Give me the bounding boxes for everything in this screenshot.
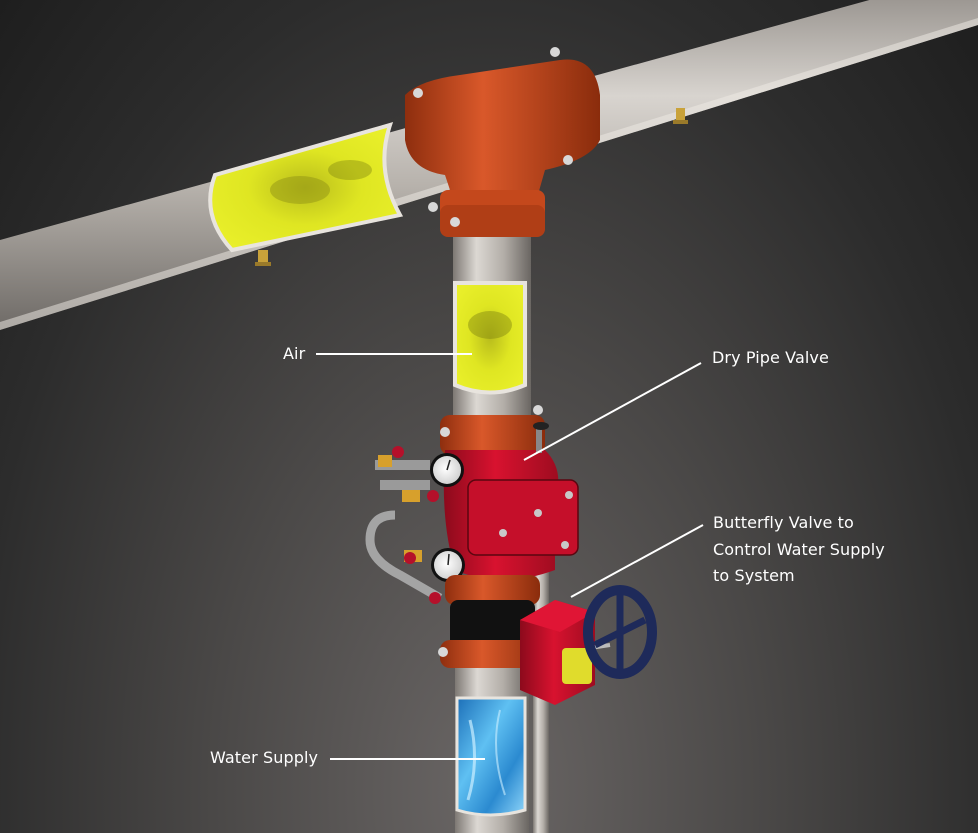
sprinkler-head-right bbox=[673, 108, 688, 124]
sprinkler-head-left bbox=[255, 250, 271, 266]
handwheel bbox=[583, 585, 657, 679]
dry-pipe-valve bbox=[443, 422, 579, 580]
butterfly-valve-label: Butterfly Valve to Control Water Supply … bbox=[713, 510, 885, 590]
butterfly-label-line-1: Butterfly Valve to bbox=[713, 513, 854, 532]
tamper-switch bbox=[562, 648, 592, 684]
trim-valve-handle-3 bbox=[404, 552, 416, 564]
pressure-gauge-lower bbox=[431, 548, 465, 582]
air-label: Air bbox=[283, 344, 306, 363]
butterfly-label-line-3: to System bbox=[713, 566, 795, 585]
butterfly-valve-body bbox=[438, 600, 545, 668]
water-cutaway bbox=[455, 696, 527, 817]
trim-valve-handle-4 bbox=[429, 592, 441, 604]
water-supply-label: Water Supply bbox=[210, 748, 319, 767]
dry-pipe-valve-label: Dry Pipe Valve bbox=[712, 348, 829, 367]
valve-trim-piping bbox=[365, 446, 443, 604]
air-cutaway-horizontal bbox=[208, 122, 404, 253]
tee-fitting bbox=[405, 47, 600, 237]
dry-valve-upper-coupling bbox=[440, 405, 545, 455]
dry-pipe-valve-leader-line bbox=[523, 362, 702, 461]
butterfly-valve-leader-line bbox=[570, 524, 704, 598]
trim-valve-handle-2 bbox=[427, 490, 439, 502]
trim-valve-handle-1 bbox=[392, 446, 404, 458]
butterfly-valve-gearbox bbox=[520, 600, 611, 705]
air-cutaway-riser bbox=[453, 281, 527, 395]
pressure-gauge-upper bbox=[430, 453, 464, 487]
dry-valve-lower-coupling bbox=[445, 575, 540, 605]
butterfly-label-line-2: Control Water Supply bbox=[713, 539, 885, 559]
